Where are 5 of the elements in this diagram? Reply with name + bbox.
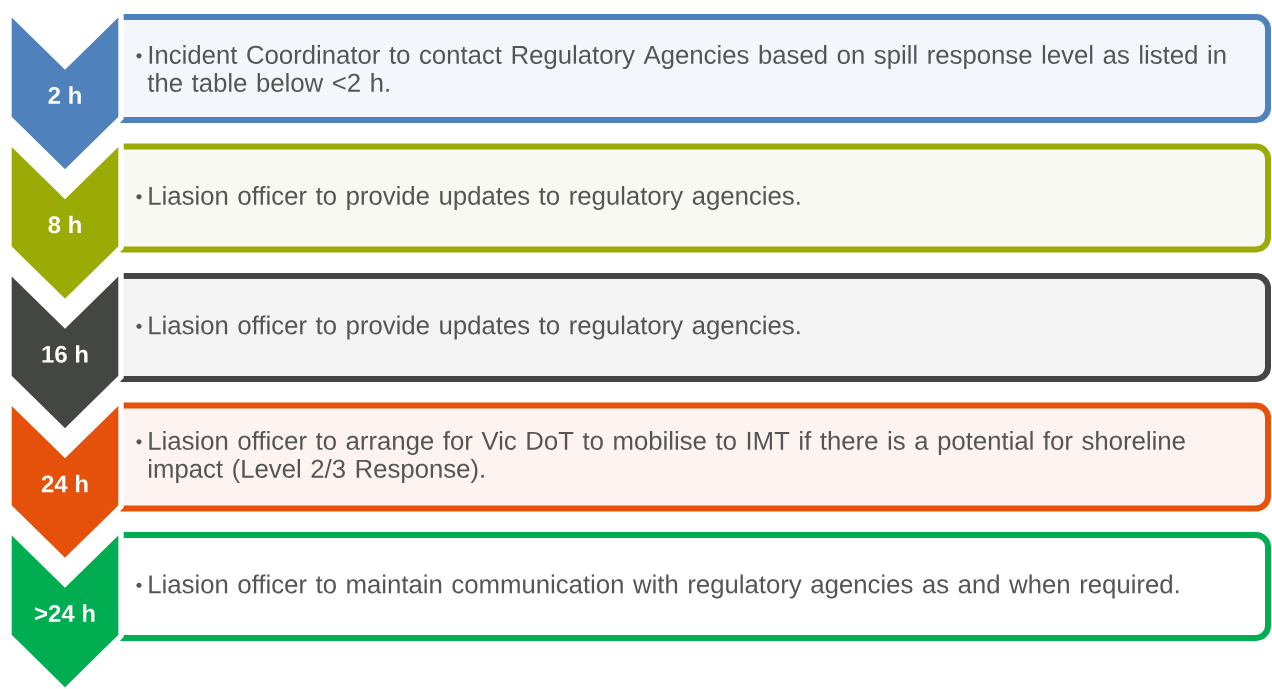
text-box: Liasion officer to provide updates to regulatory agencies. [107,273,1271,382]
text-box: Liasion officer to arrange for Vic DoT to mobilise to IMT if there is a potential for shoreline impact (Level 2/3 Response). [107,402,1271,512]
text-box: Liasion officer to maintain communication with regulatory agencies as and when required. [107,532,1271,641]
text-box: Incident Coordinator to contact Regulatory Agencies based on spill response level as listed in the table below <2 h. [107,14,1271,123]
text-box: Liasion officer to provide updates to regulatory agencies. [107,143,1271,253]
